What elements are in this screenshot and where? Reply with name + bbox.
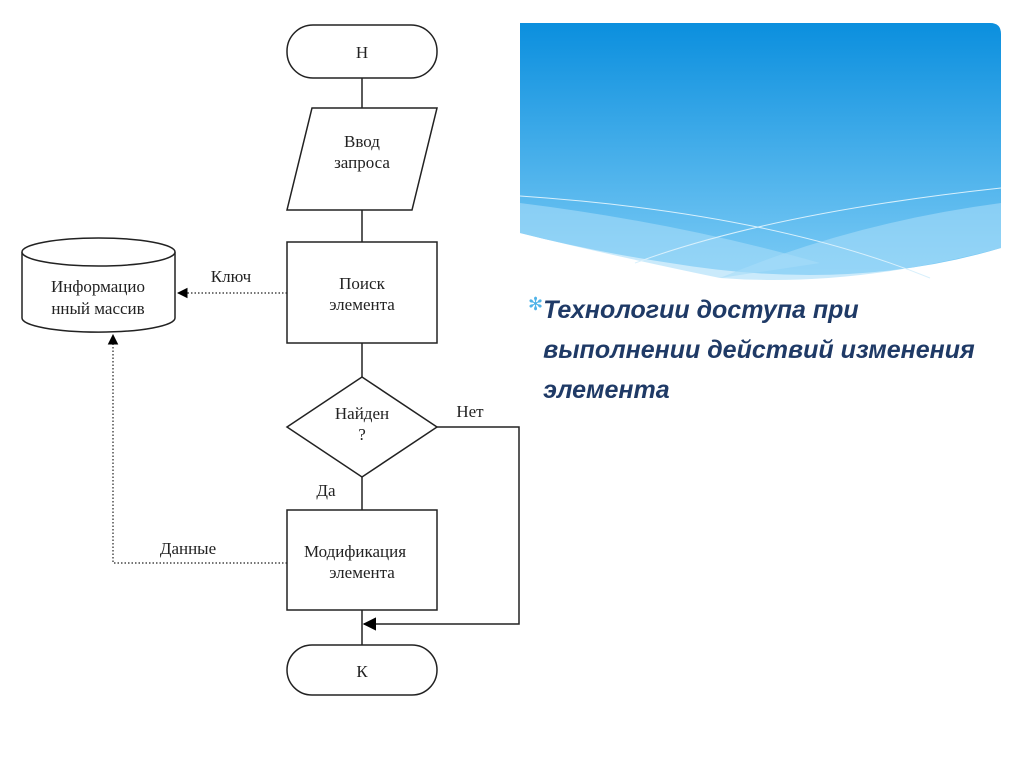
search-label: Поиск xyxy=(339,274,385,293)
no-branch-line xyxy=(362,426,520,631)
modify-label: элемента xyxy=(329,563,395,582)
no-label: Нет xyxy=(456,402,484,421)
end-terminator xyxy=(286,644,438,696)
slide-bullet-text: Технологии доступа при выполнении действ… xyxy=(543,296,975,404)
input-parallelogram xyxy=(286,107,438,211)
storage-label: Информацио xyxy=(51,277,145,296)
search-label: элемента xyxy=(329,295,395,314)
flowchart: Н Ввод запроса Поиск элемента Найден ? Н… xyxy=(21,24,520,696)
storage-label: нный массив xyxy=(51,299,144,318)
end-label: К xyxy=(356,662,368,681)
input-label: запроса xyxy=(334,153,390,172)
start-label: Н xyxy=(356,43,368,62)
modify-label: Модификация xyxy=(304,542,406,561)
search-process xyxy=(286,241,438,344)
decision-label: Найден xyxy=(335,404,389,423)
bullet-item: ✻ Технологии доступа при выполнении дейс… xyxy=(528,290,998,410)
header-banner xyxy=(520,23,1001,280)
storage-cylinder xyxy=(21,252,176,333)
key-label: Ключ xyxy=(211,267,252,286)
input-label: Ввод xyxy=(344,132,380,151)
asterisk-bullet-icon: ✻ xyxy=(528,294,544,314)
data-label: Данные xyxy=(160,539,216,558)
decision-label: ? xyxy=(358,425,366,444)
storage-cylinder-top xyxy=(21,237,176,267)
data-dotted-arrow xyxy=(107,333,287,564)
yes-label: Да xyxy=(316,481,336,500)
